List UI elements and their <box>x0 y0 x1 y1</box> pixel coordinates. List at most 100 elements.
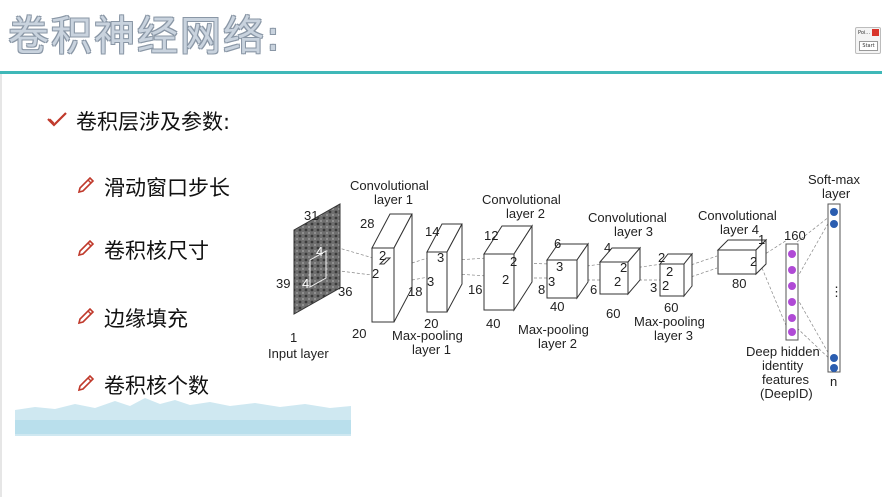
check-icon <box>46 109 68 133</box>
pool3-kernel-w: 2 <box>666 264 673 279</box>
sub-bullet-text: 边缘填充 <box>104 307 188 331</box>
conv1-block <box>371 213 413 323</box>
deepid-title-line3: features <box>762 372 809 387</box>
pool1-kernel-h: 3 <box>427 274 434 289</box>
main-bullet: 卷积层涉及参数: <box>46 106 230 136</box>
input-dim-depth: 1 <box>290 330 297 345</box>
input-layer-label: Input layer <box>268 346 329 361</box>
pool2-block <box>546 242 589 300</box>
conv2-title-line1: Convolutional <box>482 192 561 207</box>
conv3-dim-d: 60 <box>606 306 620 321</box>
pool3-dim-d: 60 <box>664 300 678 315</box>
pencil-icon <box>76 373 96 398</box>
pool2-kernel-h: 3 <box>548 274 555 289</box>
input-kernel-h: 4 <box>302 276 309 291</box>
conv1-title-line1: Convolutional <box>350 178 429 193</box>
deepid-layer <box>785 243 799 341</box>
conv3-title-line1: Convolutional <box>588 210 667 225</box>
pool1-title-line1: Max-pooling <box>392 328 463 343</box>
input-dim-height: 39 <box>276 276 290 291</box>
conv1-dim-h: 36 <box>338 284 352 299</box>
conv2-title-line2: layer 2 <box>506 206 545 221</box>
conv1-dim-d: 20 <box>352 326 366 341</box>
sub-bullet-2: 卷积核尺寸 <box>76 235 209 265</box>
deepid-neuron <box>788 282 796 290</box>
input-kernel-w: 4 <box>316 244 323 259</box>
pencil-icon <box>76 175 96 200</box>
deepid-title-line4: (DeepID) <box>760 386 813 401</box>
sub-bullet-text: 卷积核个数 <box>104 374 209 398</box>
conv4-title-line1: Convolutional <box>698 208 777 223</box>
pool3-dim-w: 2 <box>658 250 665 265</box>
pool3-title-line1: Max-pooling <box>634 314 705 329</box>
conv2-kernel-h: 2 <box>502 272 509 287</box>
conv3-dim-w: 4 <box>604 240 611 255</box>
cnn-diagram: 31 39 1 4 4 Input layer Convolutional la… <box>268 172 861 401</box>
pool3-kernel-h: 2 <box>662 278 669 293</box>
conv2-block <box>483 224 533 312</box>
pool1-block <box>426 223 463 313</box>
pool2-dim-d: 40 <box>550 299 564 314</box>
page-title: 卷积神经网络: <box>8 12 282 60</box>
sub-bullet-4: 卷积核个数 <box>76 370 209 400</box>
softmax-neuron <box>830 354 838 362</box>
softmax-layer <box>827 203 841 373</box>
conv1-kernel-w: 2 <box>379 248 386 263</box>
deepid-neuron <box>788 266 796 274</box>
pool3-block <box>658 252 694 298</box>
conv2-kernel-w: 2 <box>510 254 517 269</box>
softmax-neuron <box>830 208 838 216</box>
pool2-dim-h: 8 <box>538 282 545 297</box>
pool2-kernel-w: 3 <box>556 259 563 274</box>
widget-title: Poi... <box>858 30 871 36</box>
sub-bullet-3: 边缘填充 <box>76 303 188 333</box>
pool2-title-line1: Max-pooling <box>518 322 589 337</box>
softmax-title-line2: layer <box>822 186 851 201</box>
conv4-dim-w: 1 <box>758 232 765 247</box>
pool3-dim-h: 3 <box>650 280 657 295</box>
pool1-dim-h: 18 <box>408 284 422 299</box>
pool2-dim-w: 6 <box>554 236 561 251</box>
conv4-dim-d: 80 <box>732 276 746 291</box>
softmax-neuron <box>830 220 838 228</box>
input-layer <box>293 203 341 315</box>
sub-bullet-text: 卷积核尺寸 <box>104 239 209 263</box>
deepid-neuron <box>788 328 796 336</box>
deepid-title-line2: identity <box>762 358 804 373</box>
conv4-block <box>716 238 768 276</box>
conv2-dim-d: 40 <box>486 316 500 331</box>
conv3-dim-h: 6 <box>590 282 597 297</box>
pencil-icon <box>76 306 96 331</box>
sub-bullet-text: 滑动窗口步长 <box>104 176 230 200</box>
conv3-kernel-h: 2 <box>614 274 621 289</box>
softmax-ellipsis: ⋮ <box>830 284 843 299</box>
input-dim-width: 31 <box>304 208 318 223</box>
pointer-widget[interactable]: Poi... Start <box>855 27 881 54</box>
deepid-title-line1: Deep hidden <box>746 344 820 359</box>
start-button[interactable]: Start <box>859 41 878 51</box>
conv3-block <box>598 246 642 296</box>
softmax-count: n <box>830 374 837 389</box>
pool3-title-line2: layer 3 <box>654 328 693 343</box>
conv1-title-line2: layer 1 <box>374 192 413 207</box>
wave-decoration <box>15 398 351 436</box>
conv2-dim-h: 16 <box>468 282 482 297</box>
conv1-kernel-h: 2 <box>372 266 379 281</box>
conv4-dim-h: 2 <box>750 254 757 269</box>
deepid-count: 160 <box>784 228 806 243</box>
conv2-dim-w: 12 <box>484 228 498 243</box>
softmax-neuron <box>830 364 838 372</box>
pool1-dim-w: 14 <box>425 224 439 239</box>
title-divider <box>0 71 882 74</box>
deepid-neuron <box>788 314 796 322</box>
pool1-title-line2: layer 1 <box>412 342 451 357</box>
pencil-icon <box>76 238 96 263</box>
main-bullet-text: 卷积层涉及参数: <box>76 110 231 134</box>
pool1-kernel-w: 3 <box>437 250 444 265</box>
conv1-dim-w: 28 <box>360 216 374 231</box>
softmax-title-line1: Soft-max <box>808 172 861 187</box>
deepid-neuron <box>788 298 796 306</box>
conv3-title-line2: layer 3 <box>614 224 653 239</box>
close-icon[interactable] <box>872 29 879 36</box>
sub-bullet-1: 滑动窗口步长 <box>76 172 230 202</box>
